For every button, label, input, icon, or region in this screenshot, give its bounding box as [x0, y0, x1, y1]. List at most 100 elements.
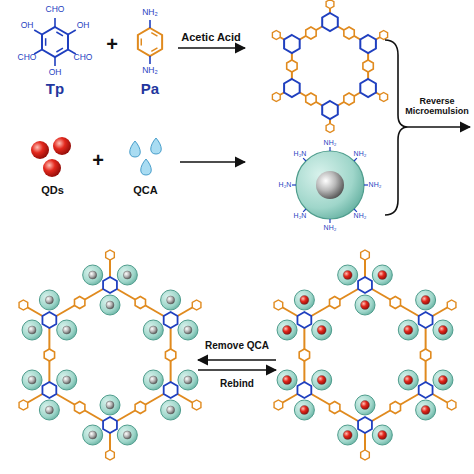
- nanoparticle-shell: [398, 320, 418, 340]
- nanoparticle-shell: [143, 320, 163, 340]
- triazine-node: [419, 312, 433, 328]
- component-label: Tp: [46, 81, 64, 98]
- imprinted-framework: [274, 250, 456, 460]
- nanoparticle-shell: [39, 400, 59, 420]
- group-label: CHO: [74, 53, 93, 63]
- group-label: NH₂: [142, 8, 158, 18]
- bond-line: [364, 184, 368, 185]
- nanoparticle-core: [184, 376, 192, 384]
- phenyl-linker: [344, 93, 354, 105]
- nanoparticle-shell: [22, 370, 42, 390]
- nanoparticle-core: [300, 296, 309, 305]
- nanoparticle-core: [63, 326, 71, 334]
- qca-droplet: [130, 141, 141, 157]
- nanoparticle-core: [149, 326, 157, 334]
- group-label: OH: [49, 68, 62, 78]
- nanoparticle-core: [378, 271, 387, 280]
- phenyl-linker: [44, 349, 54, 361]
- molecule-node: QCA: [118, 136, 173, 196]
- nanoparticle-core: [28, 326, 36, 334]
- nanoparticle-core: [283, 326, 292, 335]
- group-label: NH₂: [369, 181, 382, 189]
- nanoparticle-core: [404, 326, 413, 335]
- nanoparticle-core: [378, 431, 387, 440]
- group-label: OH: [21, 21, 34, 31]
- nanoparticle-shell: [39, 290, 59, 310]
- nanoparticle-core: [343, 431, 352, 440]
- phenyl-linker: [106, 250, 115, 260]
- nanoparticle-core: [317, 376, 326, 385]
- quantum-dot-core: [316, 171, 344, 199]
- nanoparticle-shell: [100, 395, 120, 415]
- silica-shell: [296, 151, 364, 219]
- phenyl-linker: [380, 93, 388, 102]
- nanoparticle-shell: [277, 320, 297, 340]
- nanoparticle-core: [438, 326, 447, 335]
- triazine-node: [297, 312, 311, 328]
- bond-line: [68, 30, 76, 35]
- bond-line: [149, 20, 151, 28]
- phenyl-linker: [326, 124, 334, 133]
- nanoparticle-shell: [57, 370, 77, 390]
- triazine-node: [358, 277, 372, 293]
- nanoparticle-shell: [294, 290, 314, 310]
- nanoparticle-shell: [83, 265, 103, 285]
- phenyl-linker: [306, 93, 316, 105]
- nanoparticle-core: [45, 296, 53, 304]
- nanoparticle-shell: [338, 425, 358, 445]
- group-label: NH₂: [324, 139, 337, 147]
- nanoparticle-shell: [22, 320, 42, 340]
- phenyl-linker: [74, 402, 84, 414]
- triazine-node: [164, 312, 178, 328]
- nanoparticle-shell: [161, 400, 181, 420]
- phenyl-linker: [329, 297, 339, 309]
- phenyl-linker: [274, 300, 283, 310]
- nanoparticle-shell: [178, 370, 198, 390]
- nanoparticle-core: [404, 376, 413, 385]
- double-bond: [151, 48, 157, 52]
- molecule-node: QDs: [25, 136, 80, 196]
- phenyl-linker: [135, 402, 145, 414]
- nanoparticle-core: [28, 376, 36, 384]
- molecule-node: Tp: [20, 0, 90, 97]
- nanoparticle-core: [361, 301, 370, 310]
- triazine-node: [284, 35, 300, 53]
- nanoparticle-shell: [338, 265, 358, 285]
- triazine-node: [322, 13, 338, 31]
- phenyl-linker: [420, 349, 430, 361]
- bond-line: [303, 158, 306, 161]
- qca-droplet: [141, 159, 152, 175]
- phenyl-linker: [287, 60, 297, 72]
- nanoparticle-shell: [117, 425, 137, 445]
- triazine-node: [360, 79, 376, 97]
- nanoparticle-core: [89, 271, 97, 279]
- nanoparticle-core: [317, 326, 326, 335]
- phenyl-linker: [390, 297, 400, 309]
- phenyl-linker: [135, 297, 145, 309]
- nanoparticle-shell: [57, 320, 77, 340]
- nanoparticle-core: [106, 401, 114, 409]
- component-label: QCA: [133, 184, 157, 196]
- nanoparticle-shell: [433, 370, 453, 390]
- phenyl-linker: [192, 300, 201, 310]
- group-label: NH₂: [324, 224, 337, 232]
- nanoparticle-core: [167, 296, 175, 304]
- nanoparticle-shell: [355, 395, 375, 415]
- phenyl-linker: [274, 400, 283, 410]
- phenyl-linker: [74, 297, 84, 309]
- bond-line: [329, 147, 330, 151]
- qca-droplet: [151, 138, 162, 154]
- phenyl-linker: [272, 93, 280, 102]
- nanoparticle-shell: [143, 370, 163, 390]
- group-label: H₂N: [294, 212, 307, 220]
- nanoparticle-shell: [277, 370, 297, 390]
- phenyl-linker: [390, 402, 400, 414]
- phenyl-linker: [326, 0, 334, 9]
- quantum-dot: [53, 137, 71, 155]
- nanoparticle-shell: [372, 265, 392, 285]
- group-label: CHO: [46, 5, 65, 15]
- scheme-art: [19, 0, 470, 460]
- nanoparticle-shell: [398, 370, 418, 390]
- triazine-node: [42, 312, 56, 328]
